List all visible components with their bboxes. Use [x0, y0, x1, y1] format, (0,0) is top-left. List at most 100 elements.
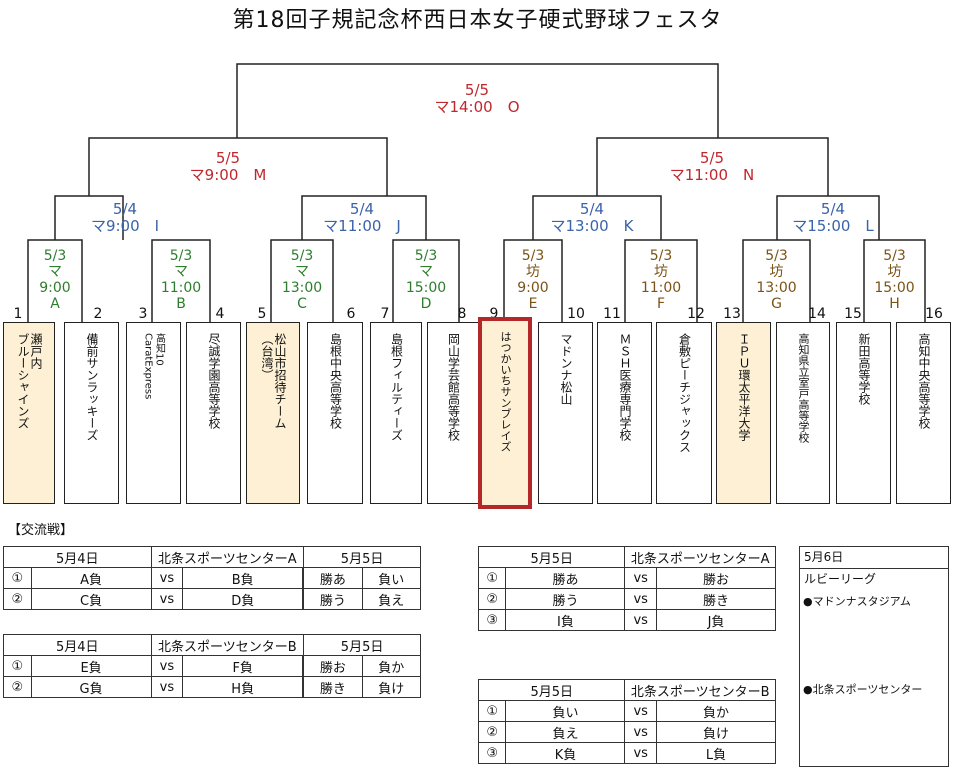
quarter-j-venue: マ11:00 J: [323, 217, 401, 235]
round1-b-code: B: [176, 296, 186, 312]
team-box-5: 松山市招待チーム （台湾）: [246, 322, 300, 504]
table-cell: 負か: [655, 700, 777, 722]
team-name-13: ＩＰＵ環太平洋大学: [737, 333, 751, 441]
table-cell: vs: [150, 676, 184, 698]
round1-b-time: 11:00: [160, 280, 202, 296]
team-box-11: ＭＳＨ医療専門学校: [597, 322, 652, 504]
round1-label-h: 5/3 坊 15:00 H: [864, 248, 925, 312]
table-cell: vs: [150, 567, 184, 589]
table-cell: E負: [30, 655, 152, 677]
team-name-6: 島根中央高等学校: [328, 333, 343, 429]
table-header-row: 5月4日 北条スポーツセンターB 5月5日: [3, 634, 421, 656]
team-box-4: 尽誠学園高等学校: [186, 322, 241, 504]
team-name-16: 高知中央高等学校: [917, 333, 931, 429]
team-box-15: 新田高等学校: [836, 322, 891, 504]
table-cell: 勝あ: [505, 567, 626, 589]
round1-label-d: 5/3 マ 15:00 D: [393, 248, 459, 312]
table-cell: H負: [182, 676, 304, 698]
table-cell: vs: [624, 721, 657, 743]
table-cell: 5月5日: [303, 634, 421, 656]
team-box-14: 高知県立室戸高等学校: [776, 322, 830, 504]
team-name-7: 島根フィルティーズ: [389, 333, 404, 441]
exchange-table-a: 5月4日 北条スポーツセンターA 5月5日 ① A負 vs B負 勝あ 負い ②…: [3, 546, 422, 610]
table-cell: ①: [477, 700, 507, 722]
team-box-6: 島根中央高等学校: [307, 322, 363, 504]
table-cell: I負: [505, 609, 626, 631]
round1-e-code: E: [528, 296, 538, 312]
may6-league-name: ルビーリーグ: [804, 572, 877, 586]
team-number-14: 14: [808, 306, 826, 322]
exchange-title: 【交流戦】: [8, 523, 74, 538]
tournament-bracket-lines: [27, 63, 926, 322]
may6-venue-madonna: ●マドンナスタジアム: [803, 595, 911, 608]
round1-a-date: 5/3: [43, 248, 67, 264]
final-label: 5/5 マ14:00 O: [417, 82, 537, 116]
team-name-4: 尽誠学園高等学校: [207, 333, 221, 429]
round1-h-date: 5/3: [883, 248, 906, 264]
table-row: ② 負え vs 負け: [477, 721, 777, 743]
round1-a-code: A: [50, 296, 60, 312]
final-date: 5/5: [464, 81, 490, 99]
team-number-7: 7: [380, 306, 390, 322]
table-cell: ②: [477, 721, 507, 743]
quarter-k-venue: マ13:00 K: [550, 217, 634, 235]
round1-f-date: 5/3: [649, 248, 673, 264]
table-cell: ①: [3, 567, 32, 589]
team-name-2: 備前サンラッキーズ: [85, 333, 99, 441]
round1-label-c: 5/3 マ 13:00 C: [271, 248, 333, 312]
team-box-9: はつかいちサンブレイズ: [478, 317, 532, 509]
team-number-12: 12: [687, 306, 705, 322]
team-number-10: 10: [567, 306, 585, 322]
semi-n-venue: マ11:00 N: [669, 166, 755, 184]
team-box-1: 瀬戸内 ブルーシャインズ: [3, 322, 55, 504]
table-cell: 負え: [505, 721, 626, 743]
quarter-label-l: 5/4 マ15:00 L: [773, 201, 893, 235]
team-number-4: 4: [215, 306, 225, 322]
team-box-8: 岡山学芸館高等学校: [427, 322, 479, 504]
table-row: ① A負 vs B負 勝あ 負い: [3, 567, 422, 589]
team-name-5: 松山市招待チーム （台湾）: [260, 333, 287, 429]
table-cell: C負: [30, 588, 152, 610]
round1-c-date: 5/3: [290, 248, 314, 264]
table-row: ① 勝あ vs 勝お: [477, 567, 777, 589]
round1-label-a: 5/3 マ 9:00 A: [28, 248, 82, 312]
table-row: ② 勝う vs 勝き: [477, 588, 777, 610]
may6-venue-hojo: ●北条スポーツセンター: [803, 683, 923, 696]
round1-h-time: 15:00: [874, 280, 915, 296]
table-cell: 勝う: [303, 588, 363, 610]
round1-g-time: 13:00: [756, 280, 797, 296]
table-cell: ③: [477, 742, 507, 764]
quarter-j-date: 5/4: [349, 200, 375, 218]
semi-m-date: 5/5: [215, 149, 241, 167]
round1-d-code: D: [420, 296, 432, 312]
quarter-i-date: 5/4: [112, 200, 138, 218]
exchange-table-b: 5月4日 北条スポーツセンターB 5月5日 ① E負 vs F負 勝お 負か ②…: [3, 634, 422, 698]
round1-d-venue: マ: [419, 264, 433, 280]
team-name-14: 高知県立室戸高等学校: [797, 333, 810, 443]
round1-a-time: 9:00: [39, 280, 71, 296]
table-cell: vs: [624, 700, 657, 722]
semi-label-m: 5/5 マ9:00 M: [168, 150, 288, 184]
team-number-15: 15: [844, 306, 862, 322]
table-cell: L負: [655, 742, 777, 764]
table-cell: 負え: [361, 588, 422, 610]
table-cell: ③: [477, 609, 507, 631]
table-cell: B負: [182, 567, 304, 589]
quarter-k-date: 5/4: [579, 200, 605, 218]
round1-c-venue: マ: [295, 264, 309, 280]
quarter-l-venue: マ15:00 L: [792, 217, 874, 235]
table-cell: 北条スポーツセンターB: [624, 679, 776, 701]
round1-d-time: 15:00: [405, 280, 447, 296]
team-name-1: 瀬戸内 ブルーシャインズ: [16, 333, 43, 429]
team-box-13: ＩＰＵ環太平洋大学: [716, 322, 771, 504]
quarter-l-date: 5/4: [820, 200, 846, 218]
table-row: ② C負 vs D負 勝う 負え: [3, 588, 422, 610]
table-cell: vs: [624, 609, 657, 631]
team-name-12: 倉敷ピーチジャックス: [677, 333, 692, 453]
quarter-label-i: 5/4 マ9:00 I: [65, 201, 185, 235]
round1-h-venue: 坊: [887, 264, 902, 280]
table-cell: 負か: [361, 655, 422, 677]
round1-g-venue: 坊: [769, 264, 784, 280]
exchange-table-c: 5月5日 北条スポーツセンターA ① 勝あ vs 勝お ② 勝う vs 勝き ③…: [477, 546, 777, 631]
table-cell: vs: [624, 588, 657, 610]
